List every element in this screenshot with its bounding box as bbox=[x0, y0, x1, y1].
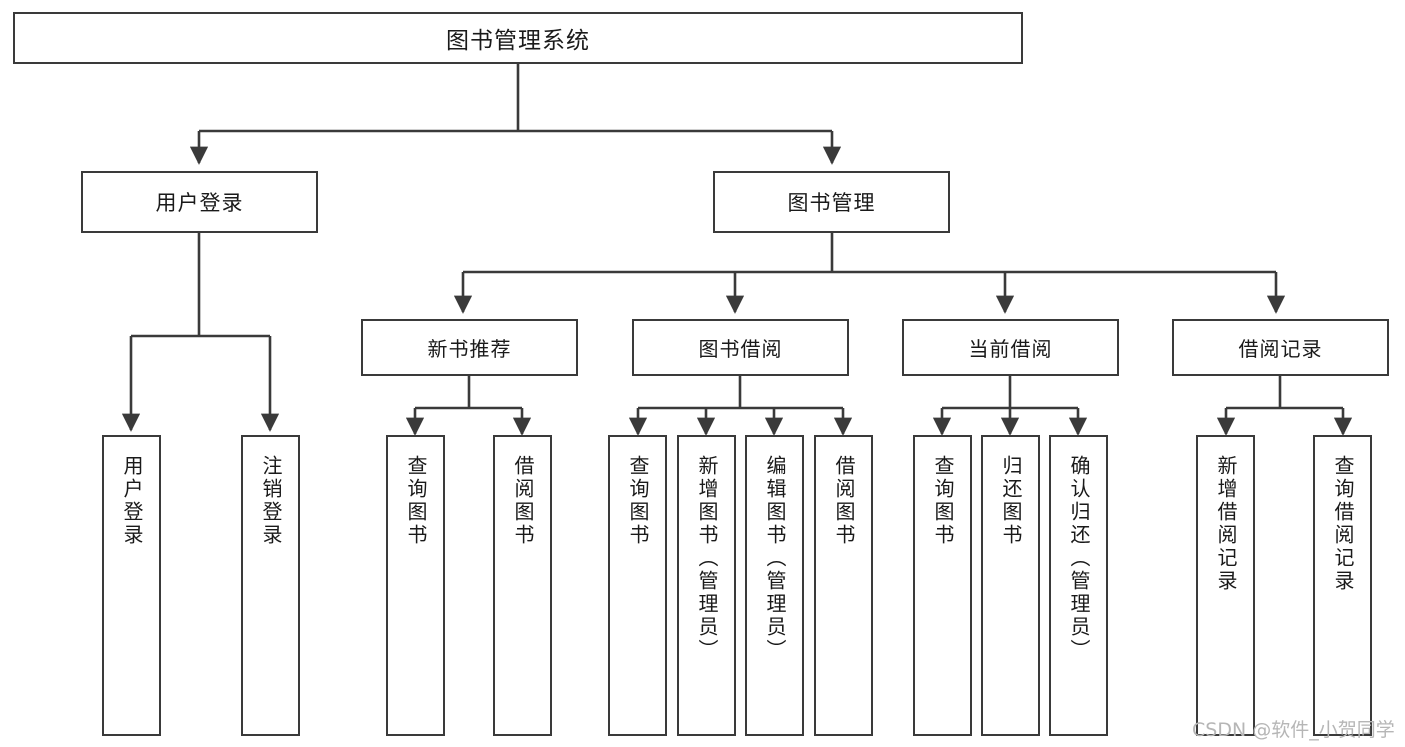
node-book-management[interactable]: 图书管理 bbox=[713, 171, 950, 233]
node-new-book-recommend[interactable]: 新书推荐 bbox=[361, 319, 578, 376]
leaf-user-logout-label: 注销登录 bbox=[259, 455, 283, 547]
leaf-user-login-label: 用户登录 bbox=[120, 455, 144, 547]
leaf-borrow-book-1-label: 借阅图书 bbox=[511, 455, 535, 547]
node-book-management-label: 图书管理 bbox=[787, 191, 876, 215]
leaf-borrow-book-2[interactable]: 借阅图书 bbox=[814, 435, 873, 736]
node-current-borrow-label: 当前借阅 bbox=[968, 337, 1053, 361]
node-current-borrow[interactable]: 当前借阅 bbox=[902, 319, 1119, 376]
leaf-query-book-3-label: 查询图书 bbox=[931, 455, 955, 547]
leaf-confirm-return-label: 确认归还（管理员） bbox=[1067, 455, 1091, 662]
leaf-confirm-return[interactable]: 确认归还（管理员） bbox=[1049, 435, 1108, 736]
node-book-borrow[interactable]: 图书借阅 bbox=[632, 319, 849, 376]
node-root[interactable]: 图书管理系统 bbox=[13, 12, 1023, 64]
leaf-query-book-2-label: 查询图书 bbox=[626, 455, 650, 547]
node-book-borrow-label: 图书借阅 bbox=[698, 337, 783, 361]
leaf-add-book[interactable]: 新增图书（管理员） bbox=[677, 435, 736, 736]
node-borrow-record-label: 借阅记录 bbox=[1238, 337, 1323, 361]
leaf-edit-book[interactable]: 编辑图书（管理员） bbox=[745, 435, 804, 736]
leaf-add-record-label: 新增借阅记录 bbox=[1214, 455, 1238, 593]
node-new-book-recommend-label: 新书推荐 bbox=[427, 337, 512, 361]
watermark-text: CSDN @软件_小贺同学 bbox=[1192, 719, 1395, 741]
node-user-login-label: 用户登录 bbox=[155, 191, 244, 215]
leaf-borrow-book-2-label: 借阅图书 bbox=[832, 455, 856, 547]
leaf-query-book-1[interactable]: 查询图书 bbox=[386, 435, 445, 736]
leaf-return-book[interactable]: 归还图书 bbox=[981, 435, 1040, 736]
node-user-login[interactable]: 用户登录 bbox=[81, 171, 318, 233]
leaf-edit-book-label: 编辑图书（管理员） bbox=[763, 455, 787, 662]
leaf-query-record-label: 查询借阅记录 bbox=[1331, 455, 1355, 593]
leaf-add-record[interactable]: 新增借阅记录 bbox=[1196, 435, 1255, 736]
leaf-query-record[interactable]: 查询借阅记录 bbox=[1313, 435, 1372, 736]
leaf-add-book-label: 新增图书（管理员） bbox=[695, 455, 719, 662]
leaf-return-book-label: 归还图书 bbox=[999, 455, 1023, 547]
leaf-borrow-book-1[interactable]: 借阅图书 bbox=[493, 435, 552, 736]
node-borrow-record[interactable]: 借阅记录 bbox=[1172, 319, 1389, 376]
leaf-query-book-3[interactable]: 查询图书 bbox=[913, 435, 972, 736]
leaf-user-login[interactable]: 用户登录 bbox=[102, 435, 161, 736]
node-root-label: 图书管理系统 bbox=[446, 28, 590, 54]
leaf-user-logout[interactable]: 注销登录 bbox=[241, 435, 300, 736]
leaf-query-book-1-label: 查询图书 bbox=[404, 455, 428, 547]
leaf-query-book-2[interactable]: 查询图书 bbox=[608, 435, 667, 736]
